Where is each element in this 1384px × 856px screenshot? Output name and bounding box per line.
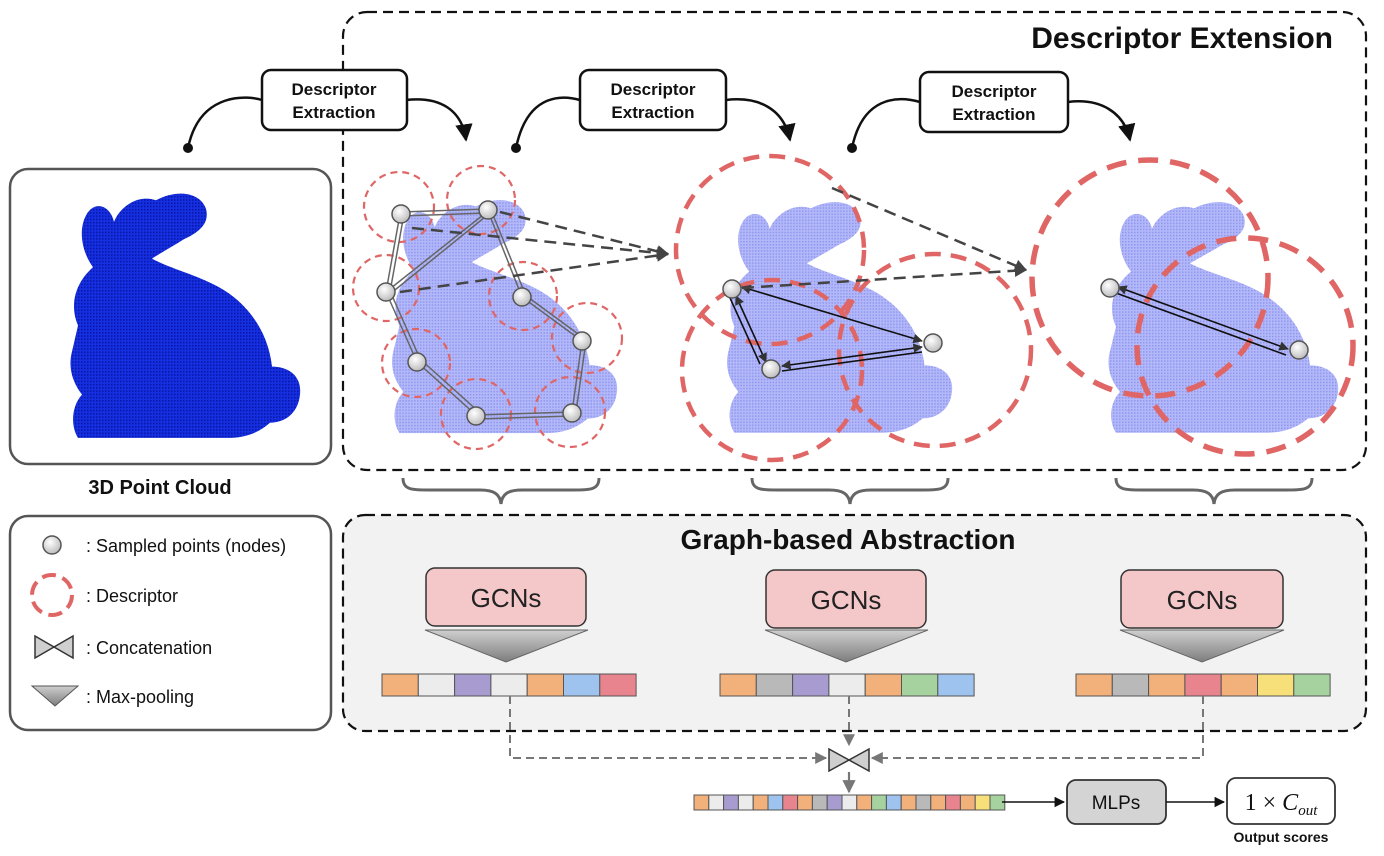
feature-cell — [723, 794, 739, 811]
feature-strip-2 — [719, 673, 975, 697]
feature-cell — [1257, 673, 1295, 697]
svg-text:Extraction: Extraction — [952, 105, 1035, 124]
concatenation-icon — [34, 634, 74, 660]
feature-cell — [792, 673, 830, 697]
descriptor-extension-title: Descriptor Extension — [1031, 22, 1333, 55]
feature-cell — [797, 794, 813, 811]
gcn-block-3: GCNs — [1119, 569, 1285, 663]
max-pooling-icon — [30, 685, 80, 707]
stage3-nodes — [1100, 278, 1309, 360]
svg-text:: Descriptor: : Descriptor — [86, 586, 178, 606]
feature-strip-1 — [381, 673, 637, 697]
legend-sampled-points: : Sampled points (nodes) — [42, 535, 286, 556]
stage1-graph-edges — [385, 208, 587, 420]
feature-cell — [1075, 673, 1113, 697]
stage1-bunny — [392, 200, 618, 434]
svg-text:Extraction: Extraction — [611, 103, 694, 122]
svg-text:1 × Cout: 1 × Cout — [1245, 790, 1319, 819]
feature-cell — [901, 673, 939, 697]
feature-cell — [1293, 673, 1331, 697]
feature-cell — [841, 794, 858, 811]
feature-cell — [864, 673, 903, 697]
feature-cell — [782, 794, 799, 811]
legend-descriptor: : Descriptor — [30, 573, 178, 617]
output-scores-label: Output scores — [1234, 829, 1329, 845]
feature-cell — [915, 794, 932, 811]
feature-cell — [417, 673, 456, 697]
extraction-step-3: Descriptor Extraction — [847, 70, 1136, 153]
feature-cell — [1148, 673, 1186, 697]
feature-cell — [490, 673, 528, 697]
svg-text:Extraction: Extraction — [292, 103, 375, 122]
braces — [401, 477, 1314, 505]
feature-cell — [693, 794, 710, 811]
stage2-bunny — [727, 202, 953, 433]
legend-max-pooling: : Max-pooling — [30, 685, 194, 707]
feature-cell — [871, 794, 887, 811]
feature-cell — [1184, 673, 1222, 697]
feature-cell — [752, 794, 769, 811]
feature-cell — [900, 794, 917, 811]
svg-text:: Sampled points (nodes): : Sampled points (nodes) — [86, 536, 286, 556]
descriptor-ring-icon — [30, 573, 74, 617]
feature-cell — [719, 673, 757, 697]
extraction-step-1: Descriptor Extraction — [183, 68, 473, 153]
mlp-block: MLPs — [1066, 779, 1167, 825]
descriptor-extension-panel — [341, 10, 1368, 472]
feature-cell — [381, 673, 419, 697]
svg-text:: Max-pooling: : Max-pooling — [86, 687, 194, 707]
feature-cell — [454, 673, 492, 697]
feature-cell — [1220, 673, 1258, 697]
point-cloud-title: 3D Point Cloud — [88, 477, 231, 499]
output-subscript: out — [1298, 803, 1318, 819]
legend-box — [8, 514, 333, 732]
feature-cell — [885, 794, 902, 811]
feature-cell — [599, 673, 637, 697]
svg-text:Descriptor: Descriptor — [951, 82, 1036, 101]
feature-cell — [945, 794, 961, 811]
node-icon — [42, 535, 62, 555]
svg-text:GCNs: GCNs — [471, 583, 542, 613]
feature-cell — [526, 673, 565, 697]
feature-cell — [959, 794, 976, 811]
concatenated-feature-strip — [693, 794, 1006, 811]
stage2-nodes — [722, 279, 943, 379]
feature-cell — [856, 794, 873, 811]
feature-cell — [563, 673, 601, 697]
feature-cell — [811, 794, 828, 811]
legend-concatenation: : Concatenation — [34, 634, 212, 660]
feature-strip-3 — [1075, 673, 1331, 697]
output-symbol: C — [1282, 790, 1299, 816]
feature-cell — [1111, 673, 1150, 697]
output-prefix: 1 × — [1245, 790, 1283, 816]
concat-links — [509, 696, 1204, 764]
gcn-block-1: GCNs — [424, 567, 589, 663]
feature-cell — [930, 794, 947, 811]
stage3-graph-edges — [1115, 285, 1289, 356]
stage2-dashed-links — [741, 186, 1028, 290]
stage1-nodes — [376, 200, 592, 426]
svg-text:Descriptor: Descriptor — [610, 80, 695, 99]
feature-cell — [826, 794, 843, 811]
concatenation-symbol — [828, 747, 870, 794]
svg-text:GCNs: GCNs — [1167, 585, 1238, 615]
extraction-step-2: Descriptor Extraction — [511, 68, 796, 153]
feature-cell — [708, 794, 725, 811]
svg-text:Descriptor: Descriptor — [291, 80, 376, 99]
feature-cell — [767, 794, 784, 811]
svg-text:MLPs: MLPs — [1092, 793, 1141, 814]
output-block: 1 × Cout — [1226, 777, 1336, 825]
feature-cell — [828, 673, 866, 697]
gcn-block-2: GCNs — [764, 569, 929, 663]
feature-cell — [755, 673, 794, 697]
feature-cell — [737, 794, 754, 811]
stage2-graph-edges — [729, 284, 923, 372]
svg-text:: Concatenation: : Concatenation — [86, 638, 212, 658]
feature-cell — [937, 673, 975, 697]
stage1-dashed-links — [399, 210, 670, 294]
svg-text:GCNs: GCNs — [811, 585, 882, 615]
graph-abstraction-title: Graph-based Abstraction — [680, 524, 1015, 555]
feature-cell — [974, 794, 991, 811]
